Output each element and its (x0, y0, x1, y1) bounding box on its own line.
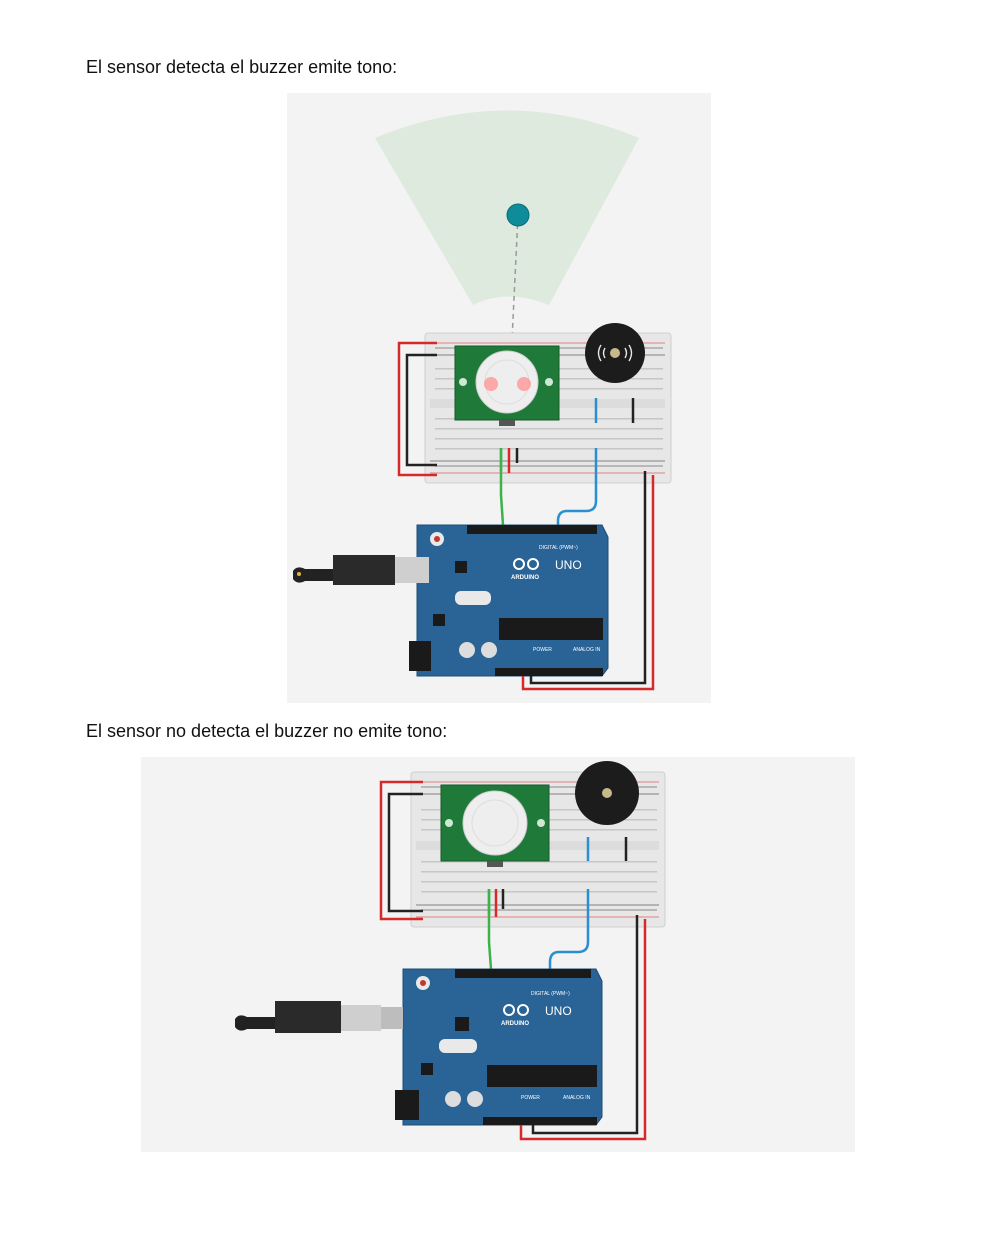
wire-green-signal (487, 889, 493, 970)
board-model-label: UNO (555, 558, 582, 572)
usb-cable (235, 1001, 403, 1033)
power-header-label: POWER (521, 1095, 540, 1101)
wire-black-rail (405, 353, 437, 467)
digital-header-label: DIGITAL (PWM~) (531, 991, 570, 997)
wire-green-signal (499, 448, 505, 526)
piezo-buzzer[interactable] (575, 761, 639, 825)
infinity-logo (513, 558, 539, 570)
circuit-figure-idle: UNO ARDUINO DIGITAL (PWM~) POWER ANALOG … (141, 757, 855, 1152)
wire-black-ground (531, 915, 639, 1135)
caption-detecting: El sensor detecta el buzzer emite tono: (86, 57, 398, 77)
pir-dome (462, 790, 528, 856)
usb-cable (293, 555, 429, 585)
wire-black-ground (529, 471, 647, 685)
arduino-uno[interactable]: UNO ARDUINO DIGITAL (PWM~) POWER ANALOG … (395, 968, 603, 1126)
wire-blue-signal (556, 448, 598, 527)
circuit-figure-detecting: UNO ARDUINO DIGITAL (PWM~) POWER ANALOG … (287, 93, 711, 703)
pir-sensor[interactable] (454, 345, 560, 426)
analog-header-label: ANALOG IN (573, 647, 601, 653)
pir-active-glow-right (517, 377, 531, 391)
board-model-label: UNO (545, 1004, 572, 1018)
wire-red-rail (379, 780, 423, 921)
digital-header-label: DIGITAL (PWM~) (539, 545, 578, 551)
pir-active-glow-left (484, 377, 498, 391)
detection-zone (375, 110, 639, 305)
wire-blue-signal (548, 889, 590, 969)
circuit-diagram: UNO ARDUINO DIGITAL (PWM~) POWER ANALOG … (235, 761, 666, 1141)
analog-header-label: ANALOG IN (563, 1095, 591, 1101)
pir-sensor[interactable] (440, 784, 550, 867)
caption-idle: El sensor no detecta el buzzer no emite … (86, 721, 448, 741)
piezo-buzzer[interactable] (585, 323, 645, 383)
circuit-diagram: UNO ARDUINO DIGITAL (PWM~) POWER ANALOG … (293, 110, 672, 691)
wire-red-rail (397, 341, 437, 477)
power-header-label: POWER (533, 647, 552, 653)
arduino-uno[interactable]: UNO ARDUINO DIGITAL (PWM~) POWER ANALOG … (409, 524, 609, 677)
wire-black-rail (387, 792, 423, 913)
infinity-logo (503, 1004, 529, 1016)
wire-red-power (519, 919, 647, 1141)
board-brand-label: ARDUINO (511, 575, 539, 581)
motion-target[interactable] (506, 203, 530, 227)
wire-red-power (521, 475, 655, 691)
board-brand-label: ARDUINO (501, 1021, 529, 1027)
